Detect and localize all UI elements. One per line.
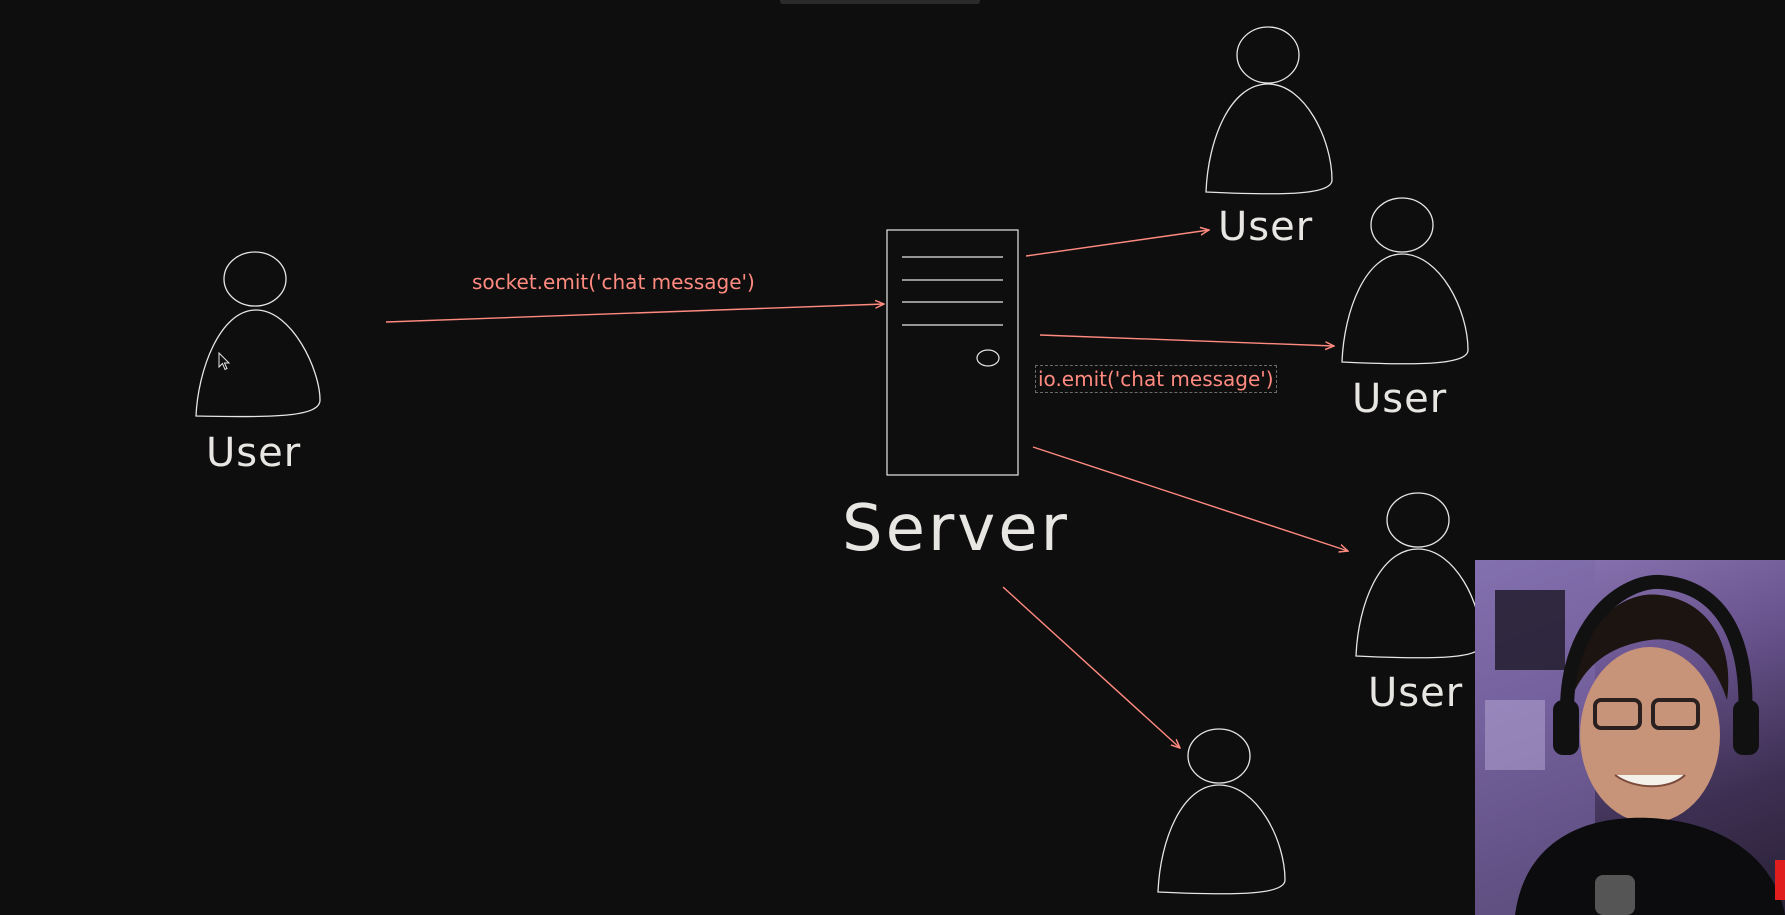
arrow-server-to-user-mid [1039, 334, 1334, 346]
presenter-webcam-icon [1475, 560, 1785, 915]
arrow-server-to-user-top [1025, 230, 1209, 257]
edge-label-socket-emit: socket.emit('chat message') [472, 270, 755, 294]
server-label: Server [842, 492, 1070, 566]
user-figure-left [195, 251, 321, 418]
mouse-cursor-icon [218, 352, 231, 371]
user-label-right-lower: User [1368, 670, 1464, 716]
user-label-top: User [1218, 204, 1314, 250]
server-tower [886, 229, 1019, 476]
user-label-mid: User [1352, 376, 1448, 422]
user-figure-right-lower [1355, 492, 1483, 659]
arrow-server-to-user-right-lower [1032, 446, 1348, 551]
edge-label-io-emit: io.emit('chat message') [1035, 365, 1277, 393]
user-figure-mid [1341, 197, 1469, 365]
user-figure-bottom [1157, 728, 1286, 895]
presenter-webcam [1475, 560, 1785, 915]
user-figure-top [1205, 26, 1333, 195]
arrow-server-to-user-bottom [1002, 586, 1180, 748]
user-label-left: User [206, 430, 302, 476]
arrow-client-to-server [385, 304, 884, 323]
top-toolbar-stub [780, 0, 980, 4]
